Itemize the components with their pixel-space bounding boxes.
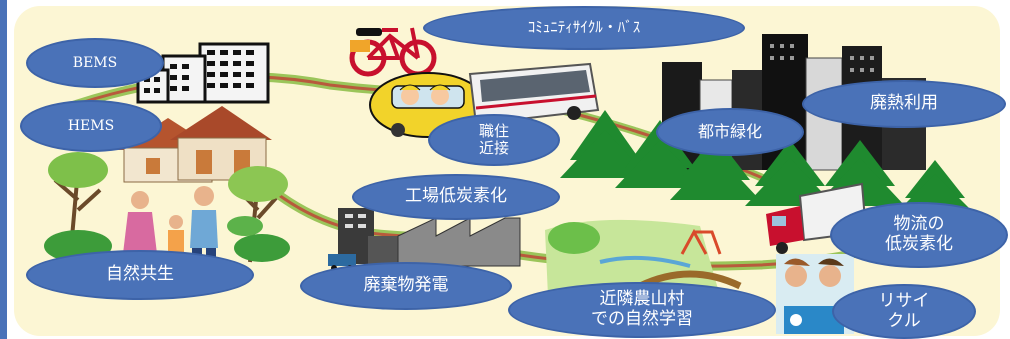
- label-hems: HEMS: [20, 100, 162, 152]
- label-kinrin-nousanson: 近隣農山村 での自然学習: [508, 282, 776, 338]
- label-kojo-teitanso: 工場低炭素化: [352, 174, 560, 220]
- city-bus-icon: [468, 62, 600, 129]
- bicycle-icon: [349, 27, 437, 77]
- factory-icon: [328, 208, 521, 271]
- deciduous-tree-icon: [48, 152, 288, 263]
- office-building-icon: [136, 42, 270, 104]
- houses-icon: [118, 106, 272, 183]
- label-bems: BEMS: [26, 38, 164, 88]
- label-toshi-ryokka: 都市緑化: [656, 108, 804, 156]
- label-hainetsu-riyou: 廃熱利用: [802, 80, 1006, 128]
- recycling-people-icon: [776, 254, 854, 334]
- left-accent-bar: [0, 0, 7, 339]
- label-shizen-kyousei: 自然共生: [26, 250, 254, 300]
- label-haikibutsu-hatsuden: 廃棄物発電: [300, 262, 512, 310]
- label-recycle: リサイ クル: [832, 284, 976, 339]
- label-shokujuu-kinsetsu: 職住 近接: [428, 114, 560, 166]
- label-butsuryu-teitanso: 物流の 低炭素化: [830, 202, 1008, 268]
- label-community-cycle-bus: ｺﾐｭﾆﾃｨｻｲｸﾙ・ﾊﾞｽ: [423, 6, 745, 50]
